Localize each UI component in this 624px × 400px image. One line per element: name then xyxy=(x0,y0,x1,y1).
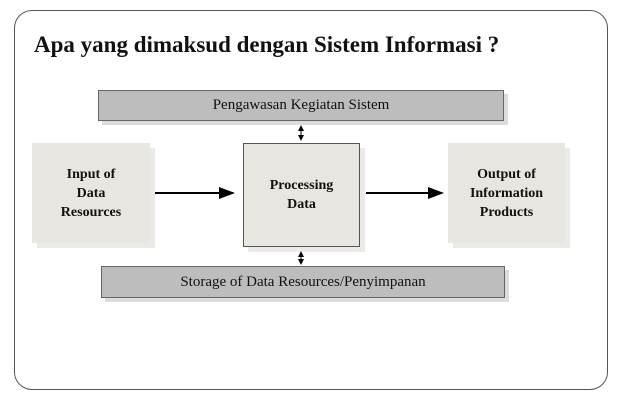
control-label: Pengawasan Kegiatan Sistem xyxy=(212,97,390,113)
input-label: Input of Data Resources xyxy=(60,166,122,220)
storage-bar: Storage of Data Resources/Penyimpanan xyxy=(101,266,505,298)
slide-frame xyxy=(14,10,608,390)
input-box: Input of Data Resources xyxy=(32,143,150,243)
output-box: Output of Information Products xyxy=(448,143,565,243)
control-bar: Pengawasan Kegiatan Sistem xyxy=(98,90,504,121)
processing-box: Processing Data xyxy=(243,143,360,247)
processing-label: Processing Data xyxy=(269,178,334,212)
output-label: Output of Information Products xyxy=(469,166,544,220)
slide-title: Apa yang dimaksud dengan Sistem Informas… xyxy=(34,32,500,57)
storage-label: Storage of Data Resources/Penyimpanan xyxy=(180,273,426,290)
